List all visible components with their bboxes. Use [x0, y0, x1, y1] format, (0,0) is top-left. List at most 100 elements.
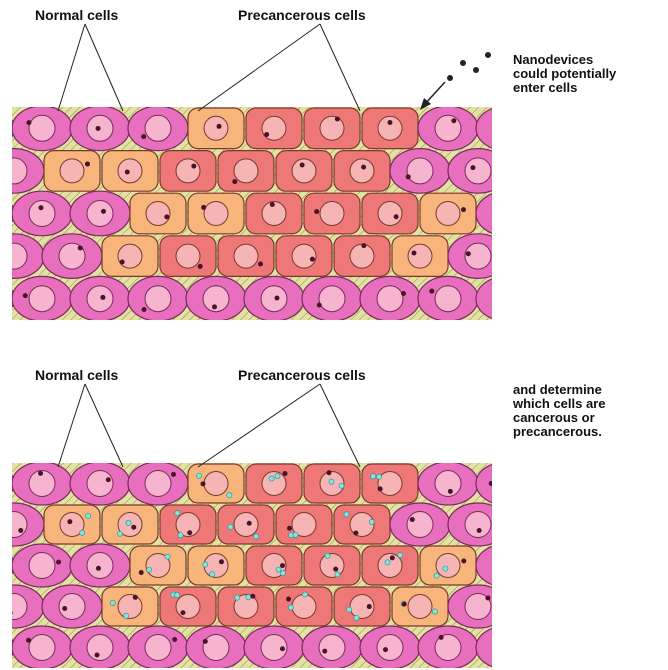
nanodevice-inside: [178, 533, 183, 538]
nanodevice-inside: [254, 534, 259, 539]
precancerous-nucleus: [204, 472, 228, 496]
normal-nucleus: [435, 471, 461, 497]
organelle-dot: [131, 525, 136, 530]
nanodevice-inside: [371, 474, 376, 479]
normal-nucleus: [551, 115, 577, 141]
nanodevice-inside: [432, 609, 437, 614]
tissue-panel-1: [0, 106, 594, 321]
organelle-dot: [172, 637, 177, 642]
organelle-dot: [470, 165, 475, 170]
precancerous-nucleus: [146, 202, 170, 226]
organelle-dot: [549, 605, 554, 610]
nanodevice-inside: [325, 553, 330, 558]
normal-nucleus: [319, 635, 345, 661]
normal-nucleus: [493, 115, 519, 141]
nanodevice-inside: [339, 483, 344, 488]
organelle-dot: [353, 531, 358, 536]
organelle-dot: [383, 647, 388, 652]
precancerous-nucleus: [204, 116, 228, 140]
normal-cell: [0, 462, 14, 505]
nanodevice-dot: [447, 75, 453, 81]
precancerous-nucleus: [378, 202, 402, 226]
organelle-dot: [101, 209, 106, 214]
normal-cell: [506, 234, 566, 279]
organelle-dot: [322, 649, 327, 654]
organelle-dot: [314, 209, 319, 214]
nanodevice-inside: [280, 571, 285, 576]
organelle-dot: [394, 214, 399, 219]
normal-cell: [476, 544, 536, 587]
organelle-dot: [287, 526, 292, 531]
organelle-dot: [180, 610, 185, 615]
organelle-dot: [567, 304, 572, 309]
precancerous-nucleus: [350, 159, 374, 183]
normal-cell: [0, 626, 14, 669]
normal-nucleus: [145, 286, 171, 312]
nanodevice-inside: [110, 600, 115, 605]
organelle-dot: [171, 472, 176, 477]
normal-cell: [534, 544, 594, 587]
organelle-dot: [201, 205, 206, 210]
precancerous-nucleus: [234, 244, 258, 268]
organelle-dot: [38, 471, 43, 476]
organelle-dot: [280, 563, 285, 568]
precancerous-nucleus: [176, 595, 200, 619]
normal-cell: [534, 626, 594, 669]
normal-nucleus: [493, 553, 519, 579]
nanodevices-caption: Nanodevices could potentially enter cell…: [513, 53, 616, 95]
organelle-dot: [466, 251, 471, 256]
nanodevice-inside: [228, 524, 233, 529]
organelle-dot: [212, 304, 217, 309]
nanodevice-inside: [335, 572, 340, 577]
nanodevice-inside: [146, 567, 151, 572]
organelle-dot: [270, 202, 275, 207]
precancerous-nucleus: [408, 244, 432, 268]
organelle-dot: [559, 218, 564, 223]
precancer-pointer-line: [320, 384, 360, 467]
organelle-dot: [39, 205, 44, 210]
normal-nucleus: [145, 115, 171, 141]
organelle-dot: [247, 521, 252, 526]
nanodevice-inside: [246, 595, 251, 600]
organelle-dot: [429, 289, 434, 294]
precancerous-nucleus: [60, 159, 84, 183]
organelle-dot: [120, 259, 125, 264]
organelle-dot: [280, 646, 285, 651]
precancerous-nucleus: [320, 202, 344, 226]
nanodevice-inside: [86, 513, 91, 518]
normal-nucleus: [407, 512, 433, 538]
normal-nucleus: [1, 243, 27, 269]
normal-nucleus: [377, 635, 403, 661]
nanodevice-dot: [473, 67, 479, 73]
normal-nucleus: [319, 286, 345, 312]
organelle-dot: [200, 481, 205, 486]
precancerous-nucleus: [234, 513, 258, 537]
organelle-dot: [232, 179, 237, 184]
precancerous-nucleus: [118, 595, 142, 619]
organelle-dot: [62, 606, 67, 611]
nanodevice-inside: [346, 607, 351, 612]
normal-nucleus: [29, 635, 55, 661]
normal-nucleus: [87, 553, 113, 579]
organelle-dot: [461, 559, 466, 564]
organelle-dot: [401, 291, 406, 296]
normal-nucleus: [551, 635, 577, 661]
nanodevice-inside: [302, 592, 307, 597]
normal-nucleus: [551, 286, 577, 312]
nanodevice-inside: [80, 530, 85, 535]
normal-nucleus: [145, 635, 171, 661]
organelle-dot: [78, 246, 83, 251]
organelle-dot: [26, 120, 31, 125]
normal-cell: [506, 149, 566, 194]
organelle-dot: [485, 595, 490, 600]
organelle-dot: [539, 520, 544, 525]
nanodevice-inside: [276, 567, 281, 572]
normal-cell: [476, 191, 536, 236]
precancerous-cells-label-bottom: Precancerous cells: [238, 368, 366, 383]
nanodevice-inside: [344, 512, 349, 517]
organelle-dot: [511, 301, 516, 306]
nanodevice-inside: [354, 615, 359, 620]
organelle-dot: [550, 116, 555, 121]
organelle-dot: [125, 170, 130, 175]
